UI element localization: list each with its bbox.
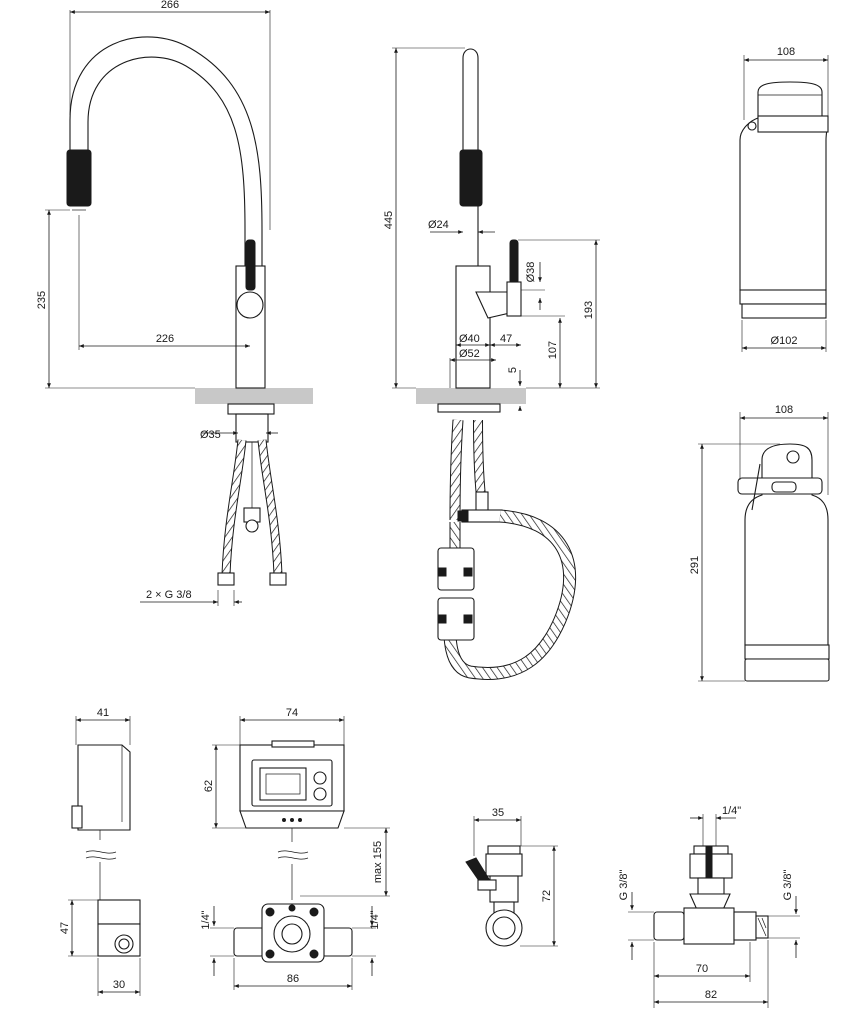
countertop-2: [416, 388, 526, 404]
battery-box: 41 47 30: [59, 707, 141, 996]
dim-d24: Ø24: [428, 219, 449, 231]
dim-quarter-right: 1/4": [369, 910, 381, 929]
dim-30: 30: [113, 979, 125, 991]
dim-47-box: 47: [59, 922, 71, 934]
faucet-side-view: 266 235 226 Ø35 2 × G 3/8: [36, 0, 313, 606]
dim-445: 445: [383, 211, 395, 229]
dim-d40: Ø40: [459, 333, 480, 345]
dim-g38-left: G 3/8": [618, 870, 630, 901]
dim-quarter-left: 1/4": [200, 910, 212, 929]
faucet-front-view: 445 Ø24 Ø38 107 193 Ø40 47 Ø52 5: [383, 47, 600, 680]
angle-valve: 35 72: [465, 807, 558, 947]
dim-193: 193: [583, 301, 595, 319]
dim-86: 86: [287, 973, 299, 985]
dim-d35: Ø35: [200, 429, 221, 441]
dim-d102: Ø102: [771, 335, 798, 347]
lever: [245, 239, 256, 291]
dim-108-bottom: 108: [775, 404, 793, 416]
dim-235: 235: [36, 291, 48, 309]
dim-47: 47: [500, 333, 512, 345]
tee-valve: 1/4" G 3/8" G 3/8" 70 82: [618, 805, 800, 1008]
dim-g38: 2 × G 3/8: [146, 589, 192, 601]
dim-107: 107: [547, 341, 559, 359]
control-unit: 74 62 max 155 1/4" 1/4" 86: [200, 707, 390, 990]
dim-d38: Ø38: [525, 262, 537, 283]
dim-g38-right: G 3/8": [782, 870, 794, 901]
display: [259, 767, 307, 801]
dim-291: 291: [689, 556, 701, 574]
dim-266: 266: [161, 0, 179, 11]
filter-cartridge-front: 108 Ø102: [739, 46, 829, 352]
dim-82: 82: [705, 989, 717, 1001]
spray-grip: [66, 149, 92, 207]
filter-cartridge-side: 108 291: [689, 404, 830, 682]
dim-d52: Ø52: [459, 348, 480, 360]
dim-35-valve: 35: [492, 807, 504, 819]
dim-108-top: 108: [777, 46, 795, 58]
dim-74: 74: [286, 707, 298, 719]
dim-5: 5: [507, 367, 519, 373]
dim-quarter-top: 1/4": [722, 805, 741, 817]
dim-72: 72: [541, 890, 553, 902]
dim-41: 41: [97, 707, 109, 719]
dim-max155: max 155: [372, 841, 384, 883]
dim-62: 62: [203, 780, 215, 792]
dim-226: 226: [156, 333, 174, 345]
countertop: [195, 388, 313, 404]
spray-grip-2: [459, 149, 483, 207]
dim-70: 70: [696, 963, 708, 975]
